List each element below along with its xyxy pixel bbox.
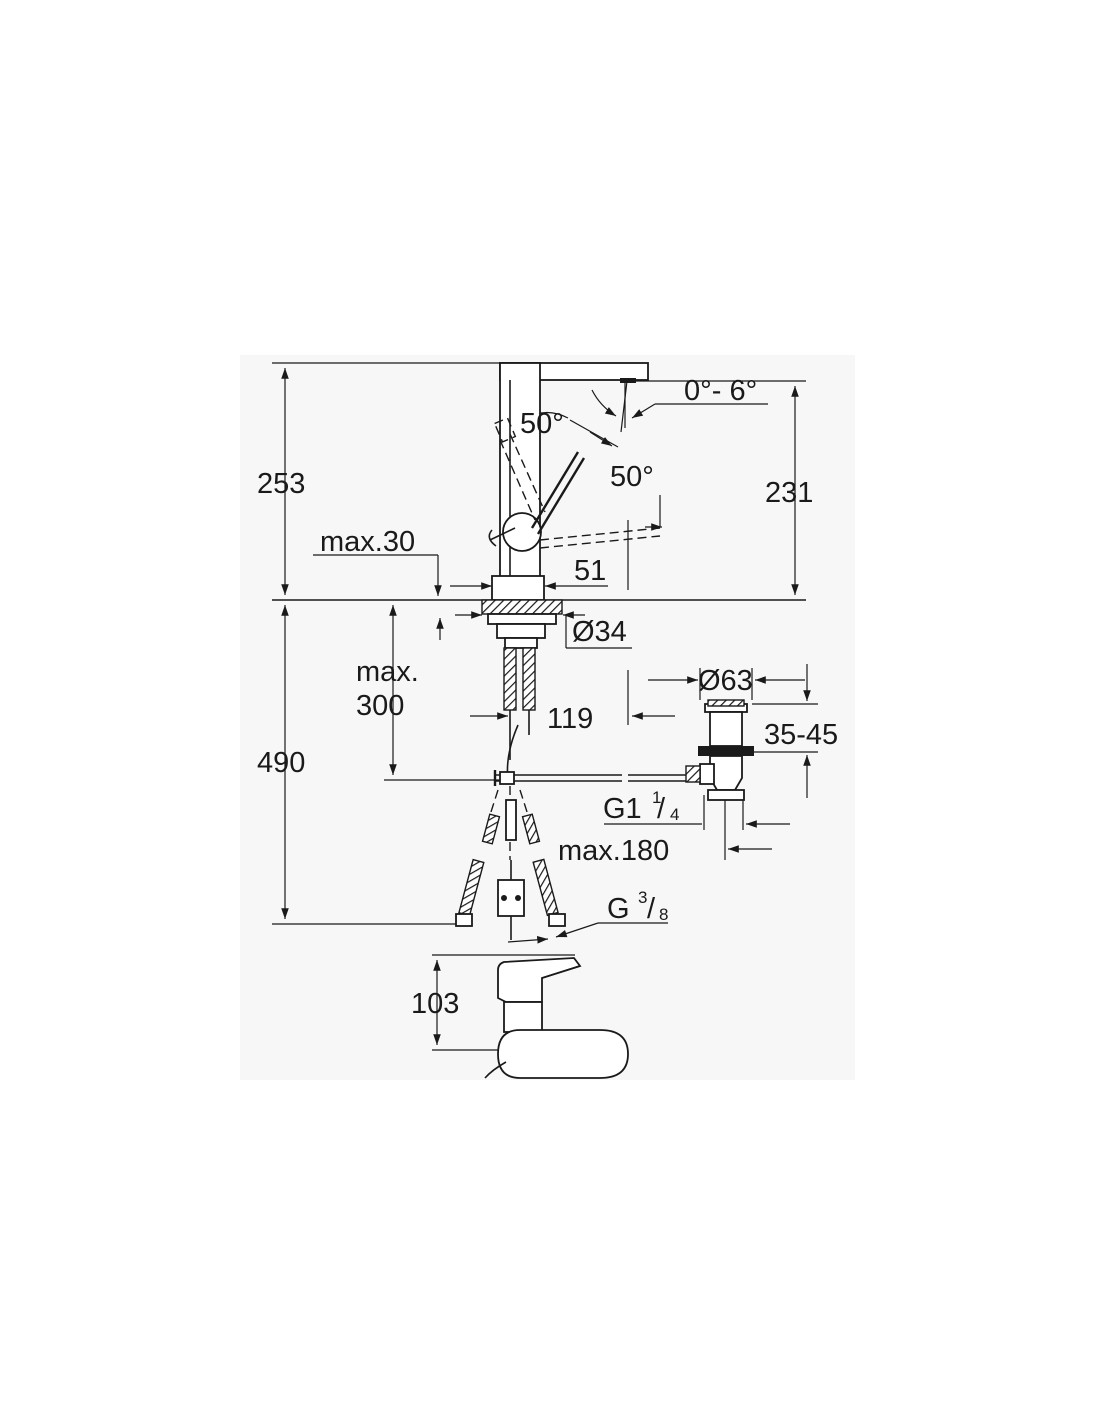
label-hose-offset: 119 xyxy=(547,703,593,735)
label-hose-thread-den: 8 xyxy=(659,905,668,924)
label-hose-thread: G xyxy=(607,893,630,925)
label-waste-thread-slash: / xyxy=(657,793,666,825)
label-spout-tilt: 0°- 6° xyxy=(684,375,757,407)
label-lever-angle-front: 50° xyxy=(610,461,654,493)
label-max-hose-drop-value: 300 xyxy=(356,690,404,722)
label-spout-height: 231 xyxy=(765,477,813,509)
label-waste-thread-den: 4 xyxy=(670,805,679,824)
label-waste-range: 35-45 xyxy=(764,719,838,751)
label-max-deck-thickness: max.30 xyxy=(320,526,415,558)
label-overall-height: 253 xyxy=(257,468,305,500)
label-side-height: 103 xyxy=(411,988,459,1020)
dimension-arrows xyxy=(281,368,818,1045)
label-hose-thread-num: 3 xyxy=(638,888,647,907)
label-base-width: 51 xyxy=(574,555,606,587)
label-hose-thread-slash: / xyxy=(647,893,656,925)
label-max-hose-drop: max. xyxy=(356,656,419,688)
dimension-labels: 253 231 0°- 6° 50° 50° max.30 51 Ø34 max… xyxy=(257,375,838,1020)
label-lever-angle-back: 50° xyxy=(520,408,564,440)
label-waste-diameter: Ø63 xyxy=(698,665,753,697)
faucet-front-view xyxy=(455,362,690,940)
waste-assembly xyxy=(685,699,754,801)
label-waste-thread: G1 xyxy=(603,793,642,825)
label-waste-thread-num: 1 xyxy=(652,788,661,807)
label-waste-reach: max.180 xyxy=(558,835,669,867)
label-below-deck: 490 xyxy=(257,747,305,779)
label-base-diameter: Ø34 xyxy=(572,616,627,648)
faucet-side-view xyxy=(484,957,629,1079)
